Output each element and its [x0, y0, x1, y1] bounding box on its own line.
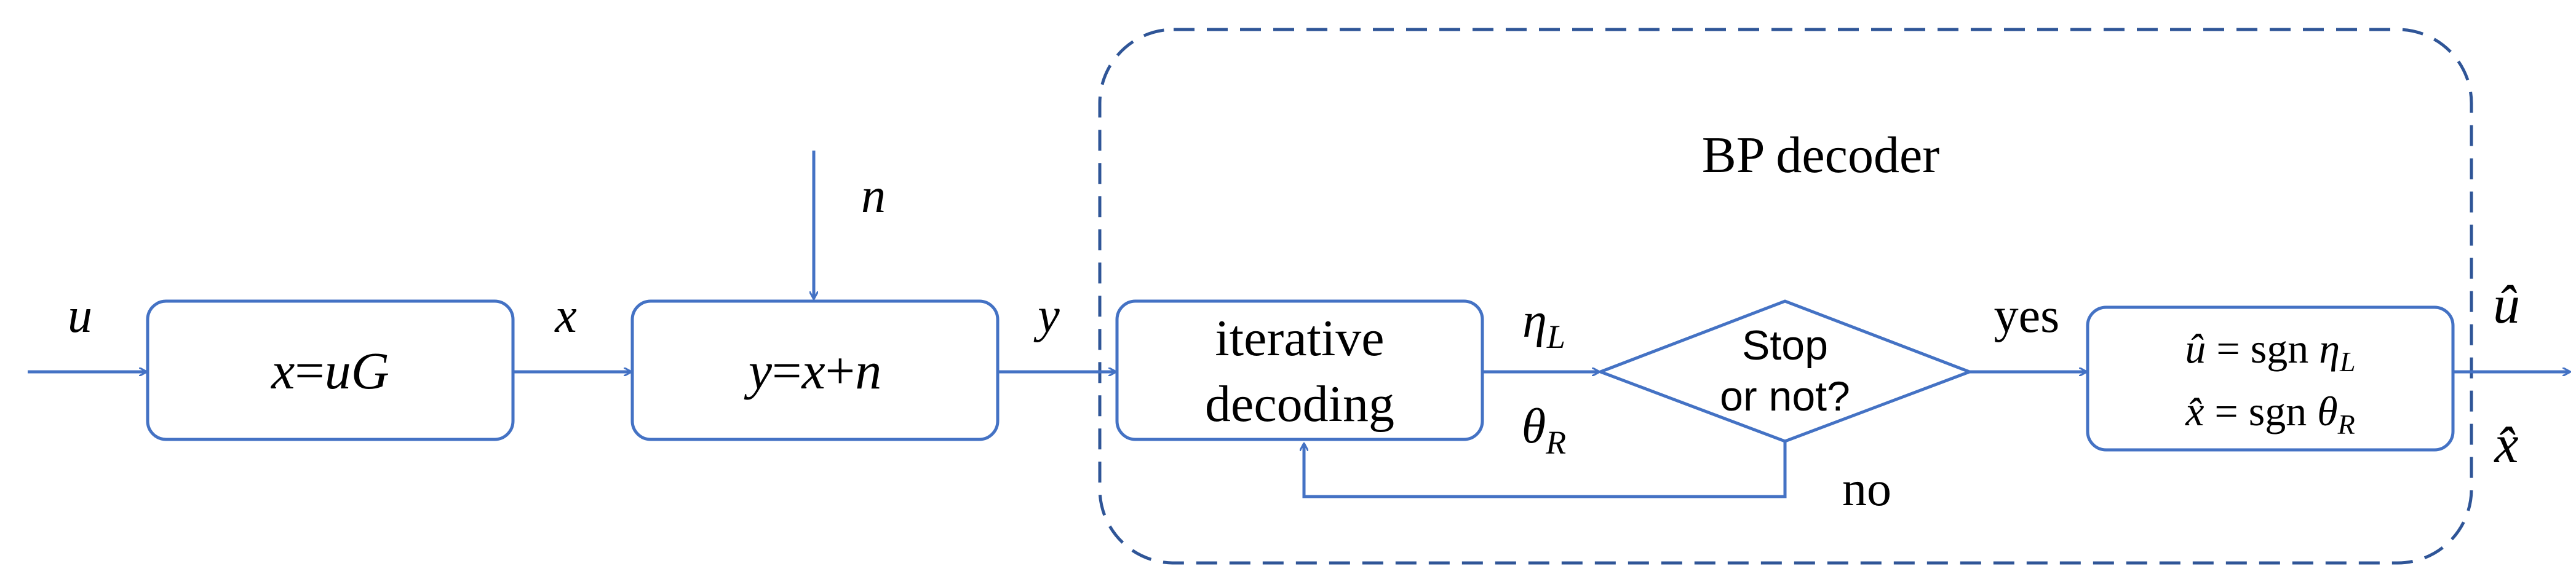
label-no: no: [1842, 462, 1891, 516]
no-feedback-loop: [1304, 441, 1787, 498]
label-theta-r: θR: [1522, 399, 1566, 461]
label-n: n: [861, 169, 886, 223]
label-x-hat: x̂: [2493, 415, 2518, 474]
decision-line2: or not?: [1720, 373, 1850, 420]
label-x: x: [554, 289, 577, 343]
channel-equation: y=x+n: [744, 341, 881, 400]
label-u: u: [68, 289, 92, 343]
label-eta-l: ηL: [1522, 294, 1565, 355]
output-u-hat-equation: û = sgn ηL: [2185, 325, 2355, 377]
output-x-hat-equation: x̂ = sgn θR: [2185, 388, 2355, 440]
label-y: y: [1033, 289, 1060, 343]
bp-decoder-label: BP decoder: [1702, 127, 1939, 184]
bp-decoder-container: [1098, 28, 2473, 565]
encoder-equation: x=uG: [270, 341, 389, 400]
label-yes: yes: [1994, 289, 2060, 343]
output-block: [2086, 305, 2455, 452]
label-u-hat: û: [2493, 275, 2520, 335]
decision-line1: Stop: [1742, 322, 1828, 369]
iterative-decoding-line1: iterative: [1215, 310, 1384, 367]
iterative-decoding-line2: decoding: [1205, 376, 1394, 433]
